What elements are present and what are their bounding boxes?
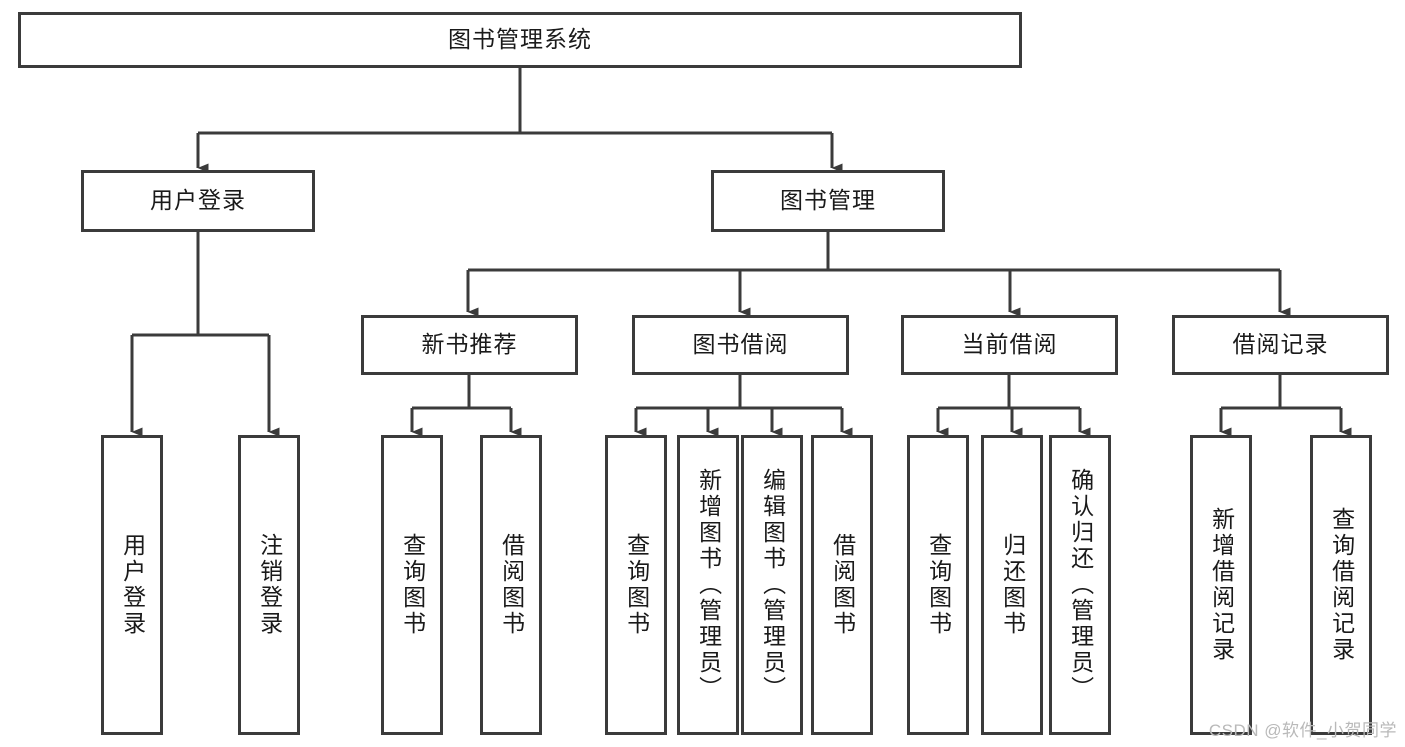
node-label: 借阅图书 [498,533,525,637]
node-label: 借阅记录 [1232,331,1329,358]
leaf-borrow-add-book-admin[interactable]: 新增图书（管理员） [677,435,739,735]
node-label: 查询图书 [623,533,650,637]
node-label: 编辑图书（管理员） [759,468,786,702]
node-label: 图书管理 [780,187,876,214]
node-label: 图书管理系统 [448,26,592,53]
node-label: 确认归还（管理员） [1067,468,1094,702]
leaf-user-login-logout[interactable]: 注销登录 [238,435,300,735]
node-label: 查询借阅记录 [1328,507,1355,663]
node-user-login[interactable]: 用户登录 [81,170,315,232]
node-label: 查询图书 [399,533,426,637]
node-root-book-management-system[interactable]: 图书管理系统 [18,12,1022,68]
node-label: 新增借阅记录 [1208,507,1235,663]
node-label: 归还图书 [999,533,1026,637]
leaf-record-add-borrow-record[interactable]: 新增借阅记录 [1190,435,1252,735]
node-label: 当前借阅 [961,331,1058,358]
node-label: 借阅图书 [829,533,856,637]
leaf-user-login-login[interactable]: 用户登录 [101,435,163,735]
node-book-management[interactable]: 图书管理 [711,170,945,232]
leaf-current-query-book[interactable]: 查询图书 [907,435,969,735]
node-label: 用户登录 [119,533,146,637]
leaf-recommend-borrow-book[interactable]: 借阅图书 [480,435,542,735]
watermark: CSDN @软件_小贺同学 [1208,721,1397,740]
leaf-borrow-borrow-book[interactable]: 借阅图书 [811,435,873,735]
node-borrow-record[interactable]: 借阅记录 [1172,315,1389,375]
leaf-recommend-query-book[interactable]: 查询图书 [381,435,443,735]
leaf-current-confirm-return-admin[interactable]: 确认归还（管理员） [1049,435,1111,735]
node-new-book-recommend[interactable]: 新书推荐 [361,315,578,375]
leaf-borrow-query-book[interactable]: 查询图书 [605,435,667,735]
leaf-current-return-book[interactable]: 归还图书 [981,435,1043,735]
node-label: 注销登录 [256,533,283,637]
node-current-borrow[interactable]: 当前借阅 [901,315,1118,375]
node-label: 查询图书 [925,533,952,637]
node-label: 用户登录 [150,187,246,214]
leaf-borrow-edit-book-admin[interactable]: 编辑图书（管理员） [741,435,803,735]
node-book-borrow[interactable]: 图书借阅 [632,315,849,375]
leaf-record-query-borrow-record[interactable]: 查询借阅记录 [1310,435,1372,735]
node-label: 新书推荐 [421,331,518,358]
node-label: 新增图书（管理员） [695,468,722,702]
node-label: 图书借阅 [692,331,789,358]
